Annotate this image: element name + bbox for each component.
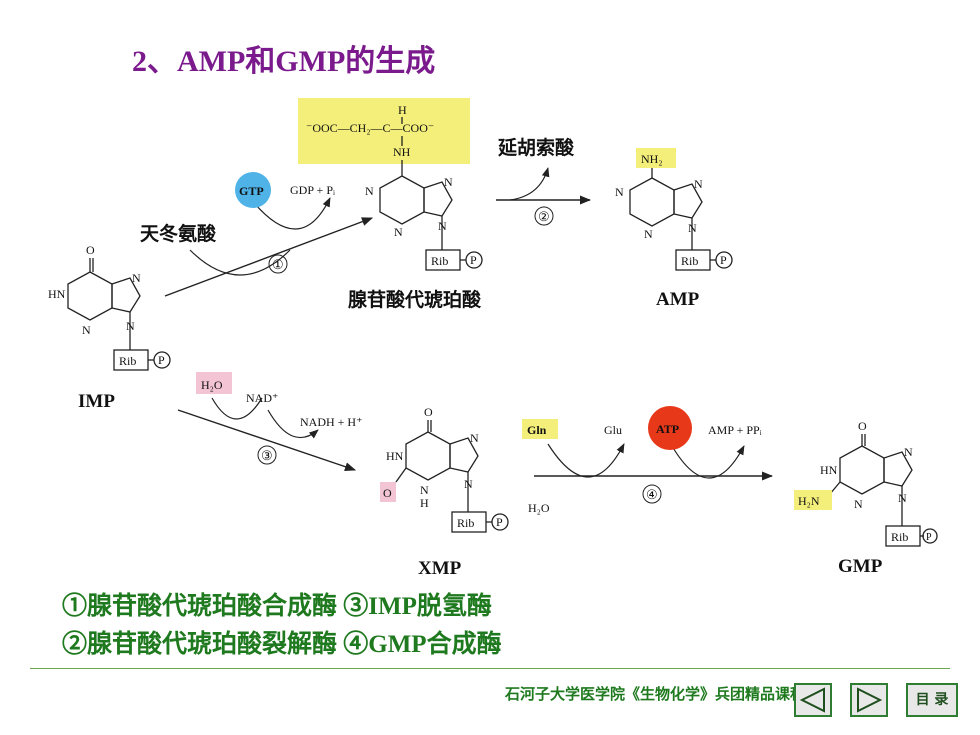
xmp-o6: O xyxy=(424,405,433,419)
amp-n1: N xyxy=(615,185,624,199)
gtp-circle xyxy=(235,172,271,208)
h2o-highlight xyxy=(196,372,232,394)
gmp-n3: N xyxy=(854,497,863,511)
as-n1: N xyxy=(365,184,374,198)
atp-circle xyxy=(648,406,692,450)
amp-rib: Rib xyxy=(681,254,698,268)
nadh-label: NADH + H⁺ xyxy=(300,415,362,429)
contents-button[interactable]: 目 录 xyxy=(906,683,958,717)
nad-label: NAD⁺ xyxy=(246,391,278,405)
amp-n3: N xyxy=(644,227,653,241)
aspartate-label: 天冬氨酸 xyxy=(140,222,217,245)
slide-title: 2、AMP和GMP的生成 xyxy=(132,45,436,78)
xmp-structure xyxy=(395,420,509,533)
xmp-p: P xyxy=(496,515,503,529)
imp-hn: HN xyxy=(48,287,66,301)
amp-n7: N xyxy=(694,177,703,191)
imp-n9: N xyxy=(126,319,135,333)
next-slide-button[interactable] xyxy=(850,683,888,717)
gdp-pi-label: GDP + Pᵢ xyxy=(290,183,335,197)
as-n9: N xyxy=(438,219,447,233)
gmp-structure xyxy=(829,434,938,547)
arrow-right-icon xyxy=(857,687,883,713)
imp-label: IMP xyxy=(78,391,115,412)
adenylosuccinate-nh: NH xyxy=(393,145,411,159)
gmp-p: P xyxy=(926,532,932,543)
nh2-highlight xyxy=(636,148,676,168)
legend-line-1: ①腺苷酸代琥珀酸合成酶 ③IMP脱氢酶 xyxy=(62,593,492,620)
footer-credit: 石河子大学医学院《生物化学》兵团精品课程 xyxy=(505,685,806,703)
step-1: ① xyxy=(272,257,284,272)
adenylosuccinate-label: 腺苷酸代琥珀酸 xyxy=(347,288,482,311)
h2n-highlight xyxy=(794,490,832,510)
imp-n3: N xyxy=(82,323,91,337)
prev-slide-button[interactable] xyxy=(794,683,832,717)
amp-nh2: NH₂ xyxy=(641,152,663,166)
gmp-n9: N xyxy=(898,491,907,505)
amp-label: AMP xyxy=(656,289,700,310)
imp-n7: N xyxy=(132,271,141,285)
amp-p: P xyxy=(720,253,727,267)
xmp-h: H xyxy=(420,496,429,510)
gmp-rib: Rib xyxy=(891,530,908,544)
h2o-2-label: H₂O xyxy=(528,501,550,515)
xmp-n7: N xyxy=(470,431,479,445)
xmp-n3: N xyxy=(420,483,429,497)
xmp-rib: Rib xyxy=(457,516,474,530)
step-3: ③ xyxy=(261,448,273,463)
h2o-1-label: H₂O xyxy=(201,378,223,392)
glu-label: Glu xyxy=(604,423,622,437)
gmp-h2n: H₂N xyxy=(798,494,820,508)
legend-line-2: ②腺苷酸代琥珀酸裂解酶 ④GMP合成酶 xyxy=(62,631,502,658)
amp-structure xyxy=(629,168,733,271)
amp-n9: N xyxy=(688,221,697,235)
xmp-o2: O xyxy=(383,486,392,500)
succinyl-h: H xyxy=(398,103,407,117)
imp-rib: Rib xyxy=(119,354,136,368)
fumarate-label: 延胡索酸 xyxy=(497,136,575,159)
gmp-n7: N xyxy=(904,445,913,459)
adenylosuccinate-structure xyxy=(379,117,483,271)
gtp-label: GTP xyxy=(239,184,264,198)
xmp-label: XMP xyxy=(418,558,462,579)
step-4: ④ xyxy=(646,487,658,502)
succinyl-highlight xyxy=(298,98,470,164)
atp-label: ATP xyxy=(656,422,679,436)
as-n7: N xyxy=(444,175,453,189)
arrow-left-icon xyxy=(799,687,825,713)
imp-p: P xyxy=(158,353,165,367)
xmp-hn: HN xyxy=(386,449,404,463)
gmp-label: GMP xyxy=(838,556,883,577)
amp-ppi-label: AMP + PPᵢ xyxy=(708,423,762,437)
gmp-hn: HN xyxy=(820,463,838,477)
step-2: ② xyxy=(538,209,550,224)
as-p: P xyxy=(470,253,477,267)
footer-divider xyxy=(30,668,950,669)
xmp-o-highlight xyxy=(380,482,396,502)
imp-o: O xyxy=(86,243,95,257)
succinyl-group: ⁻OOC—CH₂—C—COO⁻ xyxy=(306,121,434,135)
as-rib: Rib xyxy=(431,254,448,268)
imp-structure xyxy=(67,258,171,371)
gln-highlight xyxy=(522,419,558,439)
xmp-n9: N xyxy=(464,477,473,491)
as-n3: N xyxy=(394,225,403,239)
gmp-o: O xyxy=(858,419,867,433)
gln-label: Gln xyxy=(527,423,547,437)
